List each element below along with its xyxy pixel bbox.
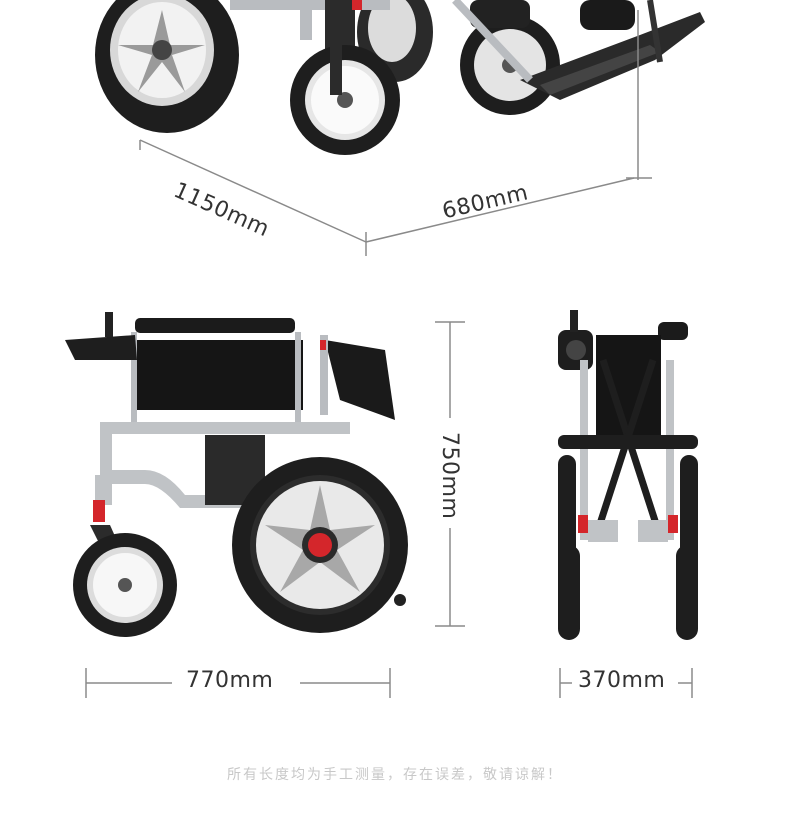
dimension-label-height: 750mm [437,432,462,520]
dimension-lines-top [139,10,652,256]
measurement-disclaimer: 所有长度均为手工测量，存在误差，敬请谅解！ [227,767,563,783]
front-caster-top [290,0,400,155]
footrest-assembly-top [452,0,705,115]
wheelchair-front-illustration [558,310,698,640]
wheelchair-top-illustration [95,0,705,256]
dimension-lines-bottom [85,668,693,698]
dimension-label-width-folded: 370mm [578,668,666,693]
dimension-label-length-folded: 770mm [186,668,274,693]
rear-wheel-top [95,0,239,133]
dimension-lines-side [435,321,465,627]
wheelchair-side-illustration [65,312,408,637]
